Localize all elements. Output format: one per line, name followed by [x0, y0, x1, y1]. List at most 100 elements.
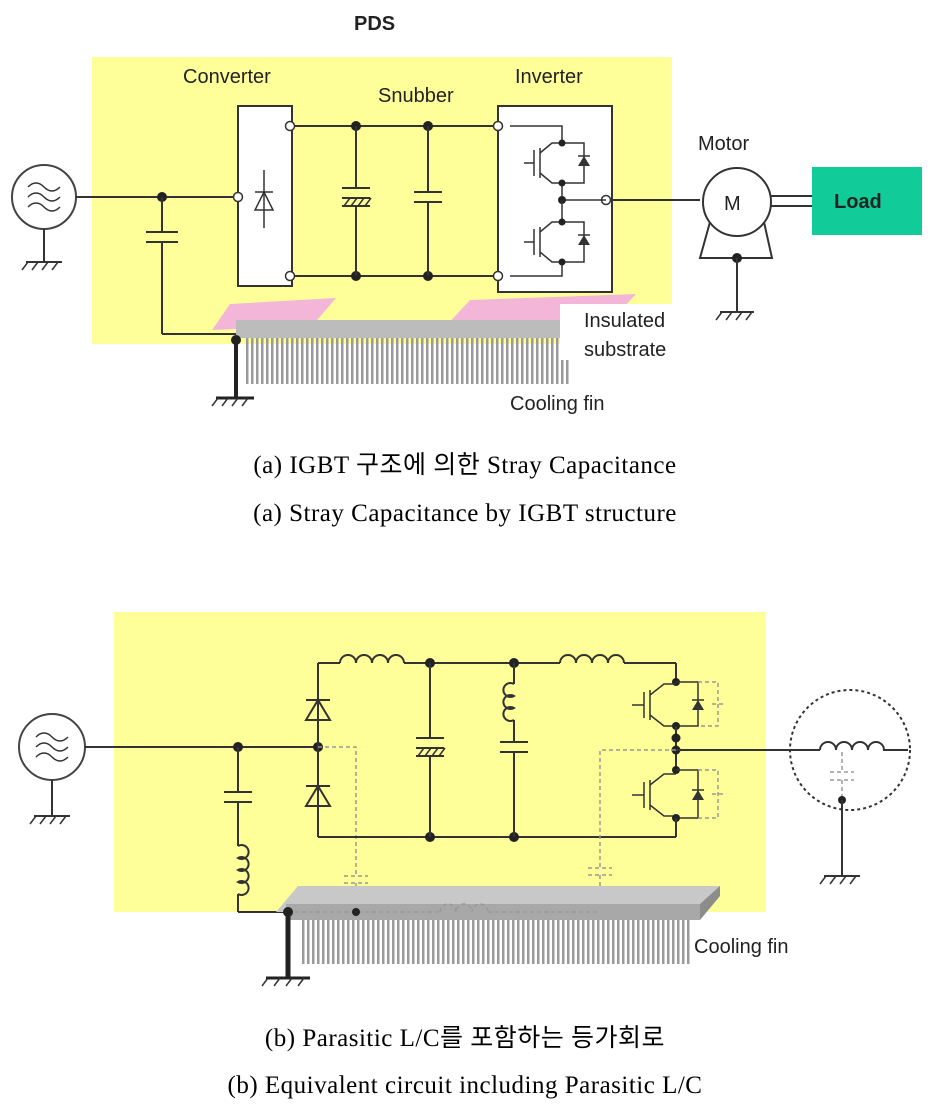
caption-a-english: (a) Stray Capacitance by IGBT structure: [253, 500, 677, 527]
pds-label: PDS: [354, 13, 395, 35]
fin-tooth: [366, 338, 369, 384]
insulated-label-bg: [560, 304, 678, 360]
fin-tooth: [246, 338, 249, 384]
fin-tooth: [627, 920, 630, 964]
fin-tooth: [327, 920, 330, 964]
fin-tooth: [406, 338, 409, 384]
fin-tooth: [341, 338, 344, 384]
fin-tooth: [567, 920, 570, 964]
fin-tooth: [507, 920, 510, 964]
fin-tooth: [386, 338, 389, 384]
fin-tooth: [522, 920, 525, 964]
fin-tooth: [357, 920, 360, 964]
fin-tooth: [256, 338, 259, 384]
fin-tooth: [317, 920, 320, 964]
fin-tooth: [617, 920, 620, 964]
insulated-label-2: substrate: [584, 339, 666, 361]
fin-tooth: [562, 920, 565, 964]
fin-tooth: [556, 338, 559, 384]
motor-label: Motor: [698, 133, 749, 155]
fin-tooth: [516, 338, 519, 384]
caption-a-korean: (a) IGBT 구조에 의한 Stray Capacitance: [253, 452, 677, 479]
caption-b-korean: (b) Parasitic L/C를 포함하는 등가회로: [264, 1025, 666, 1052]
fin-tooth: [492, 920, 495, 964]
fin-tooth: [502, 920, 505, 964]
fin-tooth: [592, 920, 595, 964]
fin-tooth: [436, 338, 439, 384]
fin-tooth: [276, 338, 279, 384]
fin-tooth: [451, 338, 454, 384]
inverter-block: [492, 105, 613, 293]
fin-tooth: [396, 338, 399, 384]
fin-tooth: [536, 338, 539, 384]
fin-tooth: [662, 920, 665, 964]
fin-tooth: [517, 920, 520, 964]
fin-tooth: [367, 920, 370, 964]
fin-tooth: [342, 920, 345, 964]
fin-tooth: [476, 338, 479, 384]
fin-tooth: [286, 338, 289, 384]
fin-tooth: [301, 338, 304, 384]
fin-tooth: [372, 920, 375, 964]
fin-tooth: [512, 920, 515, 964]
fin-tooth: [496, 338, 499, 384]
fin-tooth: [481, 338, 484, 384]
fin-tooth: [337, 920, 340, 964]
fin-tooth: [401, 338, 404, 384]
fin-tooth: [532, 920, 535, 964]
motor-symbol: M: [724, 193, 741, 215]
fin-tooth: [432, 920, 435, 964]
fin-tooth: [637, 920, 640, 964]
fin-tooth: [271, 338, 274, 384]
fin-tooth: [441, 338, 444, 384]
motor-icon: M: [698, 167, 812, 321]
fin-tooth: [477, 920, 480, 964]
snubber-lc-b: [500, 663, 528, 837]
fin-tooth: [487, 920, 490, 964]
fin-tooth: [322, 920, 325, 964]
fin-tooth: [456, 338, 459, 384]
fin-tooth: [306, 338, 309, 384]
fin-tooth: [446, 338, 449, 384]
motor-model-icon: [789, 689, 911, 885]
fin-tooth: [557, 920, 560, 964]
fin-tooth: [321, 338, 324, 384]
fin-tooth: [632, 920, 635, 964]
fin-tooth: [426, 338, 429, 384]
dc-link-capacitor: [342, 126, 372, 276]
fin-tooth: [331, 338, 334, 384]
fin-tooth: [572, 920, 575, 964]
fin-tooth: [582, 920, 585, 964]
fin-tooth: [687, 920, 690, 964]
fin-tooth: [437, 920, 440, 964]
fin-tooth: [336, 338, 339, 384]
diagram-a: PDS Converter Snubber Inverter Motor: [11, 13, 922, 415]
insulated-label-1: Insulated: [584, 310, 665, 332]
fin-tooth: [332, 920, 335, 964]
fin-tooth: [506, 338, 509, 384]
fin-tooth: [652, 920, 655, 964]
fin-teeth-b: [302, 920, 690, 964]
fin-tooth: [547, 920, 550, 964]
fin-tooth: [622, 920, 625, 964]
fin-tooth: [461, 338, 464, 384]
load-block: Load: [812, 167, 922, 235]
fin-tooth: [251, 338, 254, 384]
fin-tooth: [682, 920, 685, 964]
rectifier-diodes: [304, 663, 357, 876]
fin-tooth: [347, 920, 350, 964]
pds-region-b: [114, 612, 766, 912]
fin-tooth: [431, 338, 434, 384]
fin-tooth: [531, 338, 534, 384]
fin-tooth: [462, 920, 465, 964]
fin-tooth: [482, 920, 485, 964]
fin-tooth: [291, 338, 294, 384]
snubber-label: Snubber: [378, 85, 454, 107]
diagram-b: Cooling fin: [18, 612, 911, 987]
fin-tooth: [316, 338, 319, 384]
fin-tooth: [422, 920, 425, 964]
y-capacitor-b: [224, 747, 288, 913]
fin-tooth: [411, 338, 414, 384]
fin-tooth: [391, 338, 394, 384]
